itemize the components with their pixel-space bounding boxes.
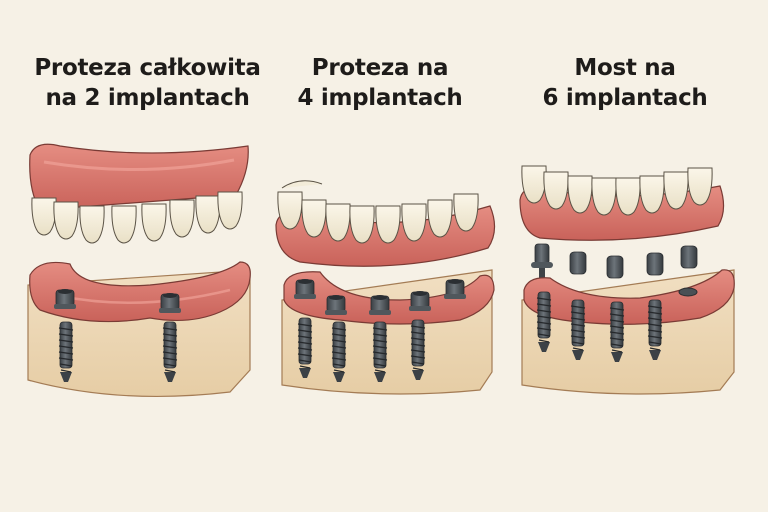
panel-3-title: Most na 6 implantach [530,53,720,113]
abutment [569,251,587,275]
panel-4-implants-illustration [275,180,496,395]
upper-denture [29,143,249,244]
panel-6-implants-illustration [519,165,735,395]
denture [275,180,496,267]
panel-2-implants-illustration [27,143,251,398]
bridge [519,165,725,241]
panel-3-title-line2: 6 implantach [542,85,708,111]
panel-1-title-line1: Proteza całkowita [34,55,261,81]
abutment [646,252,664,276]
panel-3-title-line1: Most na [574,55,676,81]
implant-5 [443,278,467,300]
abutment [606,255,624,279]
panel-1-title: Proteza całkowita na 2 implantach [20,53,275,113]
implant-4 [647,299,663,361]
floating-abutments [531,243,698,282]
abutment-with-post [531,243,553,282]
lower-jaw [27,261,251,398]
panel-1-title-line2: na 2 implantach [45,85,250,111]
implant-3 [609,301,625,363]
implant-1 [536,291,552,353]
panel-2-title: Proteza na 4 implantach [285,53,475,113]
panel-2-title-line1: Proteza na [311,55,449,81]
panel-2-title-line2: 4 implantach [297,85,463,111]
lower-jaw [521,269,735,395]
abutment [680,245,698,269]
implant-2 [570,299,586,361]
